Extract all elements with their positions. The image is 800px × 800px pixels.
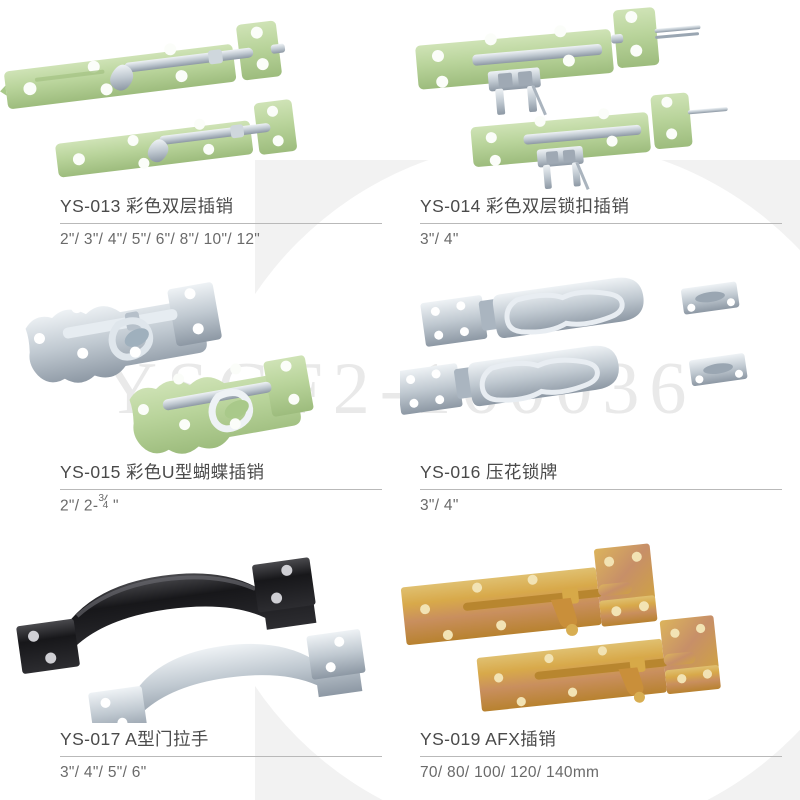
title-rule <box>420 489 782 491</box>
product-image-green-locking-bolt-pair <box>400 0 800 190</box>
product-cell-ys-014[interactable]: YS-014 彩色双层锁扣插销 3"/ 4" <box>400 0 800 267</box>
product-title: YS-013 彩色双层插销 <box>60 195 234 216</box>
title-rule <box>420 755 782 757</box>
sizes-prefix: 2"/ 2- <box>60 497 99 515</box>
product-image-brass-barrel-bolt-pair <box>400 533 800 723</box>
caption-ys-014: YS-014 彩色双层锁扣插销 3"/ 4" <box>420 193 782 249</box>
product-cell-ys-013[interactable]: YS-013 彩色双层插销 2"/ 3"/ 4"/ 5"/ 6"/ 8"/ 10… <box>0 0 400 267</box>
product-cell-ys-016[interactable]: YS-016 压花锁牌 3"/ 4" <box>400 267 800 534</box>
sizes-suffix: " <box>113 497 119 515</box>
product-cell-ys-019[interactable]: YS-019 AFX插销 70/ 80/ 100/ 120/ 140mm <box>400 533 800 800</box>
product-title: YS-014 彩色双层锁扣插销 <box>420 195 630 216</box>
caption-ys-019: YS-019 AFX插销 70/ 80/ 100/ 120/ 140mm <box>420 726 782 782</box>
product-image-butterfly-bolt-pair <box>0 267 400 457</box>
product-sizes: 3"/ 4"/ 5"/ 6" <box>60 763 147 781</box>
title-rule <box>420 222 782 224</box>
caption-ys-013: YS-013 彩色双层插销 2"/ 3"/ 4"/ 5"/ 6"/ 8"/ 10… <box>60 193 382 249</box>
caption-ys-017: YS-017 A型门拉手 3"/ 4"/ 5"/ 6" <box>60 726 382 782</box>
title-rule <box>60 755 382 757</box>
product-sizes: 2"/ 3"/ 4"/ 5"/ 6"/ 8"/ 10"/ 12" <box>60 230 261 248</box>
fraction-denominator: 4 <box>102 499 109 511</box>
product-sizes: 3"/ 4" <box>420 230 459 248</box>
fraction-numerator: 3 <box>98 493 105 505</box>
caption-ys-016: YS-016 压花锁牌 3"/ 4" <box>420 459 782 515</box>
title-rule <box>60 488 382 490</box>
product-title: YS-016 压花锁牌 <box>420 462 558 483</box>
product-sizes: 70/ 80/ 100/ 120/ 140mm <box>420 763 600 781</box>
product-cell-ys-017[interactable]: YS-017 A型门拉手 3"/ 4"/ 5"/ 6" <box>0 533 400 800</box>
product-title: YS-017 A型门拉手 <box>60 728 209 749</box>
product-image-green-barrel-bolt-pair <box>0 0 400 190</box>
product-sizes: 3"/ 4" <box>420 497 459 515</box>
title-rule <box>60 222 382 224</box>
product-image-embossed-hasp-set <box>400 267 800 457</box>
product-title: YS-019 AFX插销 <box>420 728 557 749</box>
product-image-door-pull-handle-pair <box>0 533 400 724</box>
product-title: YS-015 彩色U型蝴蝶插销 <box>60 461 265 482</box>
